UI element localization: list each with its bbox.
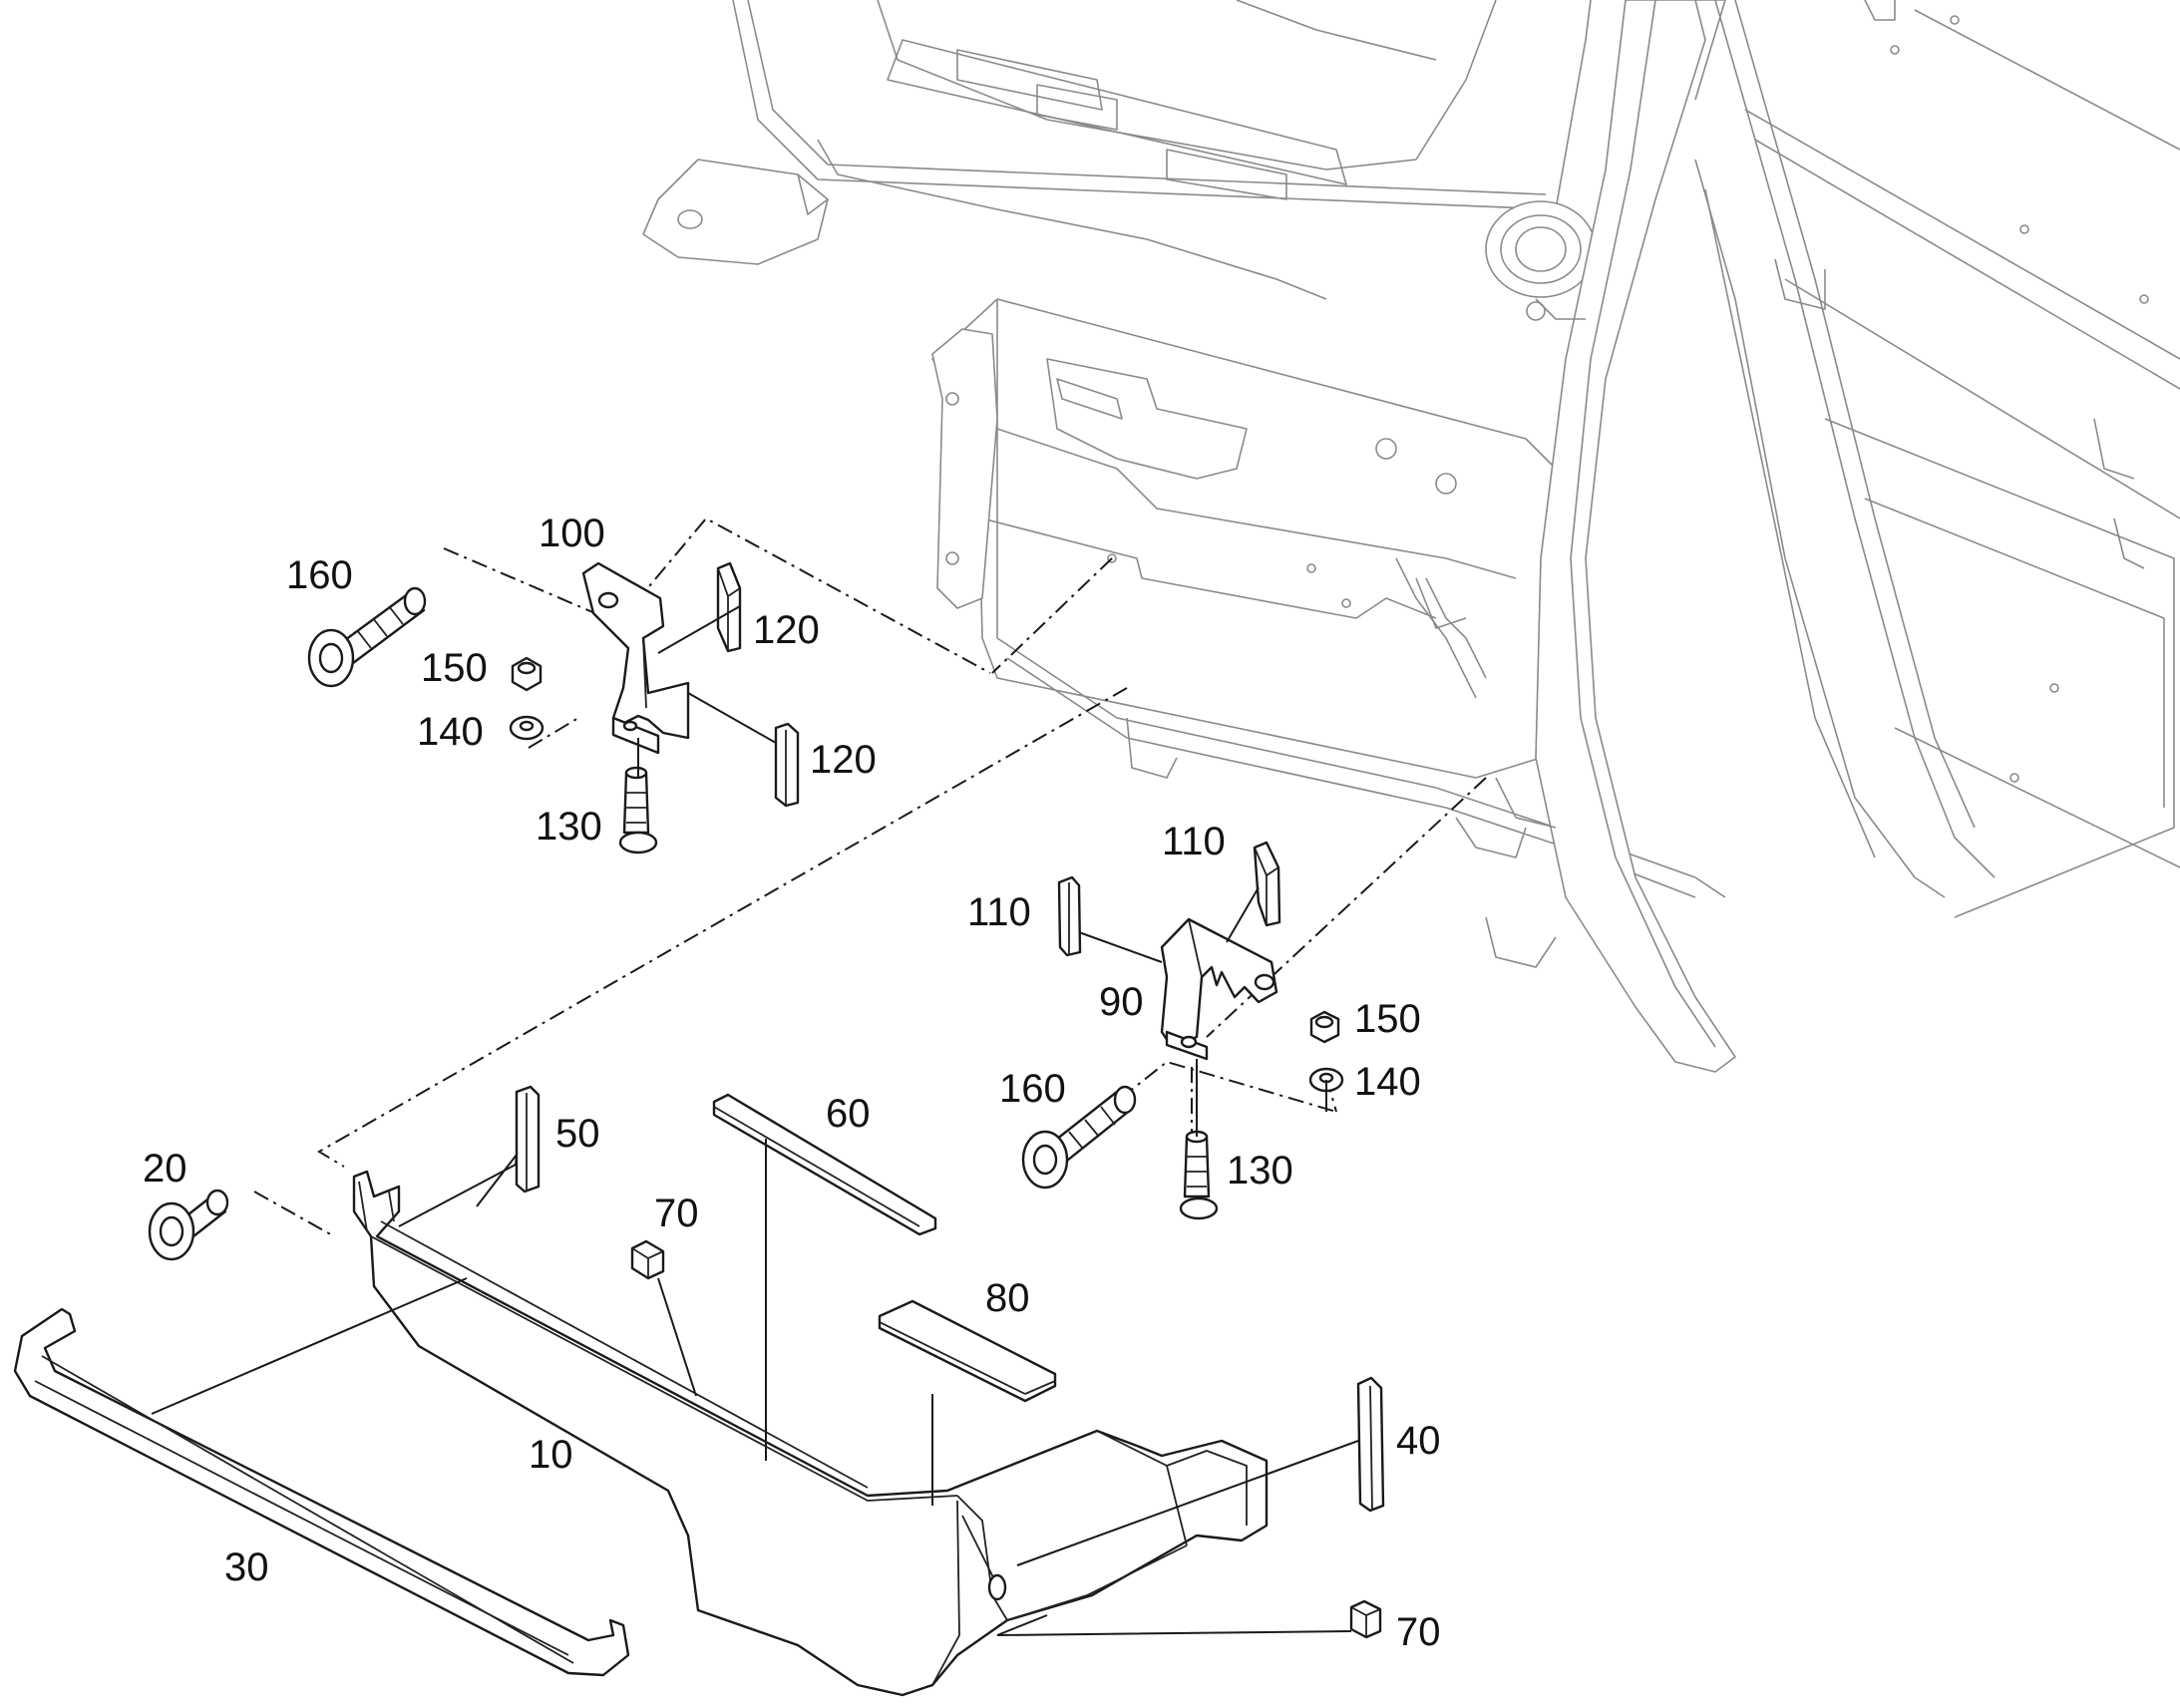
shim-120-lower (774, 722, 800, 808)
duct-tray-10 (352, 1170, 1269, 1697)
callout-160-left: 160 (286, 553, 353, 597)
callout-130-right: 130 (1227, 1149, 1293, 1193)
pad-70-lower (1349, 1599, 1382, 1639)
callout-60: 60 (826, 1092, 871, 1136)
callout-50: 50 (555, 1112, 600, 1156)
washer-140-left (509, 715, 545, 741)
callout-90: 90 (1099, 980, 1144, 1024)
callout-100: 100 (539, 512, 605, 555)
bolt-130-right (1179, 1130, 1219, 1220)
shim-50 (515, 1085, 541, 1194)
assembly-centerlines (253, 516, 1487, 1237)
bolt-20 (148, 1189, 229, 1261)
cab-frame-background (642, 0, 2180, 1073)
pad-70-upper (630, 1239, 665, 1280)
bracket-90 (1160, 917, 1278, 1061)
nut-150-right (1309, 1010, 1340, 1044)
callout-labels: 10 20 30 40 50 60 70 70 80 90 100 110 11… (143, 512, 1441, 1654)
shim-120-upper (716, 561, 742, 653)
bolt-130-left (618, 766, 658, 854)
nut-150-left (511, 656, 543, 692)
callout-150-right: 150 (1354, 997, 1421, 1041)
bolt-160-right (1021, 1085, 1137, 1190)
callout-30: 30 (224, 1545, 269, 1589)
callout-40: 40 (1396, 1419, 1441, 1463)
leader-lines (151, 605, 1359, 1636)
callout-70-lower: 70 (1396, 1610, 1441, 1654)
callout-10: 10 (529, 1433, 573, 1477)
callout-130-left: 130 (536, 805, 602, 849)
callout-160-right: 160 (999, 1067, 1066, 1111)
callout-70-upper: 70 (654, 1192, 699, 1235)
bolt-160-left (307, 586, 427, 688)
callout-140-left: 140 (417, 710, 484, 754)
callout-120-lower: 120 (810, 738, 877, 782)
callout-80: 80 (985, 1276, 1030, 1320)
callout-110-left: 110 (967, 890, 1031, 934)
callout-20: 20 (143, 1147, 187, 1191)
bracket-100 (581, 561, 690, 755)
seal-strip-30 (13, 1307, 630, 1677)
strip-60 (712, 1093, 937, 1236)
callout-150-left: 150 (421, 646, 488, 690)
shim-40 (1356, 1376, 1385, 1513)
callout-140-right: 140 (1354, 1060, 1421, 1104)
shim-110-right (1253, 841, 1281, 927)
shim-110-left (1057, 875, 1082, 957)
callout-120-upper: 120 (753, 608, 820, 652)
pad-80 (878, 1299, 1057, 1403)
callout-110-right: 110 (1162, 820, 1226, 863)
